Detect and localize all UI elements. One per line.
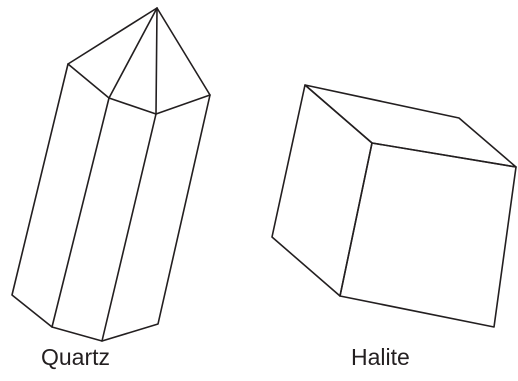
quartz-label: Quartz — [41, 346, 110, 369]
quartz-pyramid-edge — [156, 8, 157, 114]
quartz-outline — [12, 8, 210, 341]
quartz-pyramid-base — [68, 64, 210, 114]
quartz-crystal — [12, 8, 210, 341]
halite-left-face — [272, 85, 372, 296]
halite-top-face — [305, 85, 516, 167]
halite-crystal — [272, 85, 516, 327]
quartz-prism-edge — [52, 98, 109, 327]
quartz-prism-edge — [102, 114, 156, 341]
quartz-pyramid-edge — [109, 8, 157, 98]
halite-label: Halite — [351, 346, 410, 369]
